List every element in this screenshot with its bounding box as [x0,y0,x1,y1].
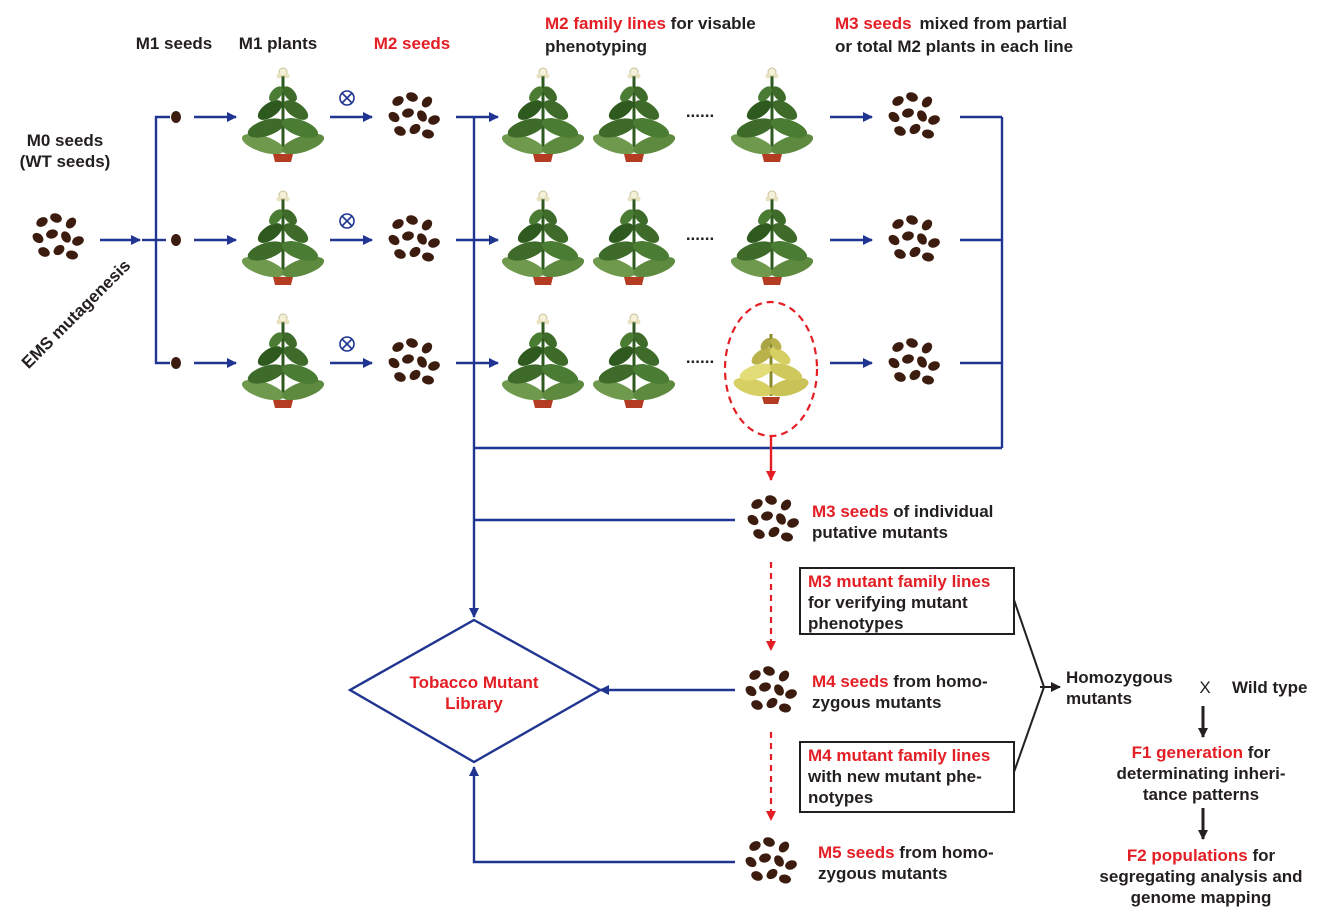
seed-cluster-icon [886,90,942,140]
homozygous-mutants-label: Homozygous [1066,668,1173,687]
m3-mutant-family-title: M3 mutant family lines [808,572,990,591]
f1-line3: tance patterns [1143,785,1259,804]
seed-icon [171,234,181,246]
m3-seeds-header-black: mixed from partial [920,14,1067,33]
m3-seeds-header-red: M3 seeds [835,14,912,33]
m5-seeds-black: from homo- [899,843,993,862]
seed-cluster-icon [745,493,801,543]
seed-icon [171,111,181,123]
tobacco-mutant-library-diamond [347,618,603,764]
ellipsis-dots: ...... [686,102,714,121]
m4-seeds-label: M4 seeds from homo- [812,672,988,691]
m1-plants-header: M1 plants [239,34,317,53]
black-connectors [799,567,1208,840]
m2-seeds-header: M2 seeds [374,34,451,53]
m3-individual-seeds-label: M3 seeds of individual [812,502,993,521]
seed-cluster-icon [386,90,442,140]
m4-seeds-black: from homo- [893,672,987,691]
m2-family-lines-black: for visable [671,14,756,33]
wild-type-label: Wild type [1232,678,1307,697]
m5-seeds-line2: zygous mutants [818,864,947,883]
m3-seeds-header: M3 seeds mixed from partial [835,14,1067,33]
cross-x-symbol: X [1199,678,1210,697]
m4-seeds-red: M4 seeds [812,672,889,691]
f1-black: for [1248,743,1271,762]
library-title-line1: Tobacco Mutant [409,673,538,692]
selfing-cross-icon [339,213,355,229]
m3-seeds-header-line2: or total M2 plants in each line [835,37,1073,56]
tobacco-plant-icon [238,66,328,164]
library-title-line2: Library [445,694,503,713]
m5-seeds-red: M5 seeds [818,843,895,862]
tobacco-plant-icon [727,189,817,287]
seed-cluster-icon [886,336,942,386]
red-selection-flow [723,300,819,821]
m4-mutant-family-line2: with new mutant phe- [807,767,982,786]
f2-red: F2 populations [1127,846,1248,865]
m1-seeds-header: M1 seeds [136,34,213,53]
tobacco-plant-icon [238,189,328,287]
tobacco-plant-icon [589,312,679,410]
m3-individual-black: of individual [893,502,993,521]
f1-line2: determinating inheri- [1116,764,1285,783]
m0-seeds-sublabel: (WT seeds) [20,152,111,171]
m3-mutant-family-line2: for verifying mutant [808,593,968,612]
m3-individual-red: M3 seeds [812,502,889,521]
tobacco-plant-icon [498,189,588,287]
seed-cluster-icon [743,835,799,885]
seed-cluster-icon [886,213,942,263]
m3-mutant-family-line3: phenotypes [808,614,903,633]
m4-mutant-family-box [799,741,1015,813]
seed-cluster-icon [386,213,442,263]
m0-seeds-label: M0 seeds [27,131,104,150]
m3-individual-line2: putative mutants [812,523,948,542]
f2-black: for [1252,846,1275,865]
tobacco-plant-icon [589,189,679,287]
f1-generation-label: F1 generation for [1132,743,1271,762]
m2-family-lines-line2: phenotyping [545,37,647,56]
ellipsis-dots: ...... [686,225,714,244]
tobacco-plant-icon [589,66,679,164]
selfing-cross-icon [339,336,355,352]
yellow-mutant-plant-icon [730,332,812,406]
m4-mutant-family-title: M4 mutant family lines [808,746,990,765]
m4-seeds-line2: zygous mutants [812,693,941,712]
f1-red: F1 generation [1132,743,1243,762]
f2-line2: segregating analysis and [1099,867,1302,886]
ellipsis-dots: ...... [686,348,714,367]
selfing-cross-icon [339,90,355,106]
m4-mutant-family-line3: notypes [808,788,873,807]
m4-box-to-homozygous-line [1013,686,1045,773]
tobacco-plant-icon [727,66,817,164]
m5-to-library-arrow [469,766,735,864]
homozygous-mutants-line2: mutants [1066,689,1132,708]
blue-connectors [100,112,1004,864]
seed-icon [171,357,181,369]
m3-box-to-homozygous-line [1013,599,1045,688]
m2-family-lines-header: M2 family lines for visable [545,14,756,33]
seed-cluster-icon [743,664,799,714]
tobacco-plant-icon [238,312,328,410]
seed-cluster-icon [386,336,442,386]
f2-populations-label: F2 populations for [1127,846,1276,865]
ems-mutagenesis-label: EMS mutagenesis [18,256,134,372]
m2-family-lines-red: M2 family lines [545,14,666,33]
tobacco-plant-icon [498,66,588,164]
seed-cluster-icon [30,211,86,261]
tobacco-plant-icon [498,312,588,410]
m5-seeds-label: M5 seeds from homo- [818,843,994,862]
f2-line3: genome mapping [1131,888,1272,907]
